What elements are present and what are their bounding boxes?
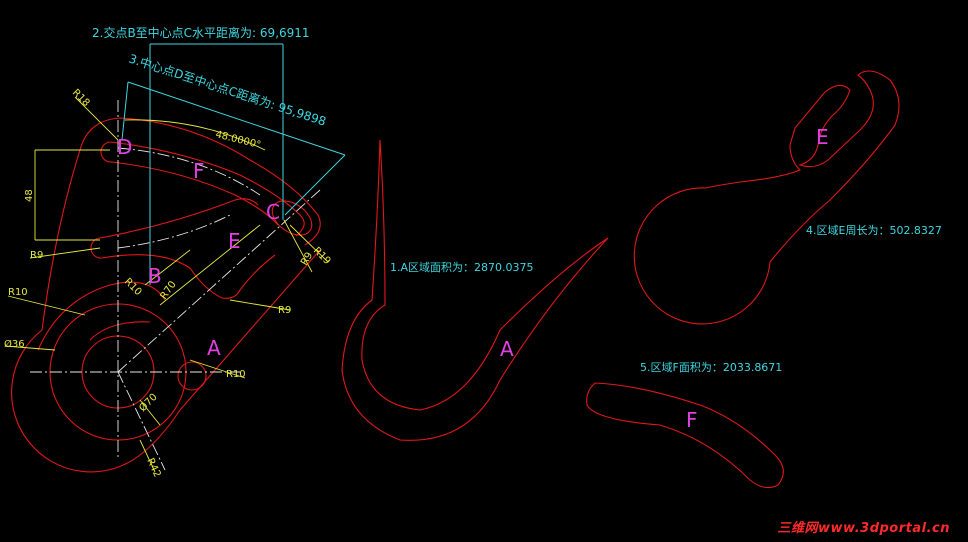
outer-left-line xyxy=(79,117,321,246)
lower-slot-cap xyxy=(90,237,103,259)
lobe-inner xyxy=(89,321,151,341)
label-e-left: E xyxy=(228,229,241,253)
area-f-note: 5.区域F面积为：2033.8671 xyxy=(640,361,782,374)
label-b: B xyxy=(148,264,162,288)
dim-r42: R42 xyxy=(144,457,162,479)
label-a-right: A xyxy=(500,337,514,361)
region-f-slot xyxy=(586,382,784,489)
dim-r18: R18 xyxy=(70,87,92,109)
label-c: C xyxy=(266,200,280,224)
dim-d36: Ø36 xyxy=(4,338,25,350)
c-boss xyxy=(271,200,313,236)
arm-inner-band xyxy=(111,161,279,226)
label-a-left: A xyxy=(207,336,221,360)
area-a-note: 1.A区域面积为：2870.0375 xyxy=(390,261,534,274)
watermark: 三维网www.3dportal.cn xyxy=(777,521,950,536)
outer-r42-arc xyxy=(11,149,321,473)
dim-d70: Ø70 xyxy=(137,391,160,414)
small-r10-circle xyxy=(177,361,207,391)
lobe-left xyxy=(37,281,166,351)
label-e-right: E xyxy=(816,125,829,149)
dim-48: 48 xyxy=(24,189,35,202)
lower-slot-bottom xyxy=(101,254,276,299)
dimension-lines xyxy=(4,96,329,473)
label-d: D xyxy=(117,135,132,159)
measure-lines xyxy=(121,43,346,285)
label-f-right: F xyxy=(686,408,698,432)
dim-angle: 48.0000° xyxy=(214,129,262,151)
lower-slot-top xyxy=(99,198,259,239)
arm-outer-band xyxy=(109,141,305,237)
dim-r10-left: R10 xyxy=(8,287,28,298)
d-cap xyxy=(100,141,113,163)
horizontal-distance-note: 2.交点B至中心点C水平距离为: 69,6911 xyxy=(92,25,310,40)
label-f-left: F xyxy=(193,159,205,183)
center-lines xyxy=(30,100,321,471)
dim-r9-left: R9 xyxy=(30,250,43,261)
region-a-hook xyxy=(341,139,609,441)
perimeter-e-note: 4.区域E周长为：502.8327 xyxy=(806,224,942,237)
dim-r10-bottom: R10 xyxy=(226,369,246,380)
dim-r10-inner: R10 xyxy=(122,276,144,298)
dim-r9-mid: R9 xyxy=(278,305,291,316)
center-distance-note: 3.中心点D至中心点C距离为: 95,9898 xyxy=(127,51,328,129)
dim-r19: R19 xyxy=(311,245,333,267)
region-e-keyhole xyxy=(633,70,900,325)
